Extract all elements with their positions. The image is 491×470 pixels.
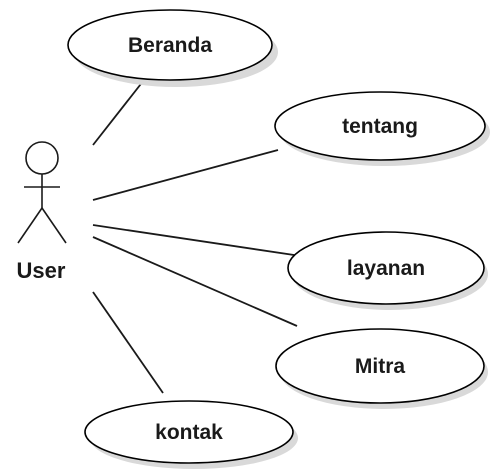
use-case-label: kontak — [155, 421, 223, 444]
use-case-ellipse — [287, 231, 485, 305]
association-mitra — [92, 236, 298, 327]
use-case-label: Mitra — [355, 355, 405, 378]
use-case-label: Beranda — [128, 34, 212, 57]
use-case-label: tentang — [342, 115, 418, 138]
use-case-beranda: Beranda — [67, 9, 278, 87]
actor-label: User — [17, 258, 66, 283]
actor-right-leg — [41, 207, 67, 244]
use-case-ellipse — [275, 328, 485, 404]
actor-left-leg — [17, 207, 43, 244]
actor-head — [25, 141, 59, 175]
use-case-tentang: tentang — [274, 91, 490, 166]
association-kontak — [92, 291, 164, 394]
use-case-ellipse — [274, 91, 486, 161]
use-case-ellipse — [67, 9, 273, 81]
association-beranda — [92, 79, 145, 146]
use-case-ellipse — [84, 400, 294, 464]
use-case-label: layanan — [347, 257, 425, 280]
actor-user: User — [17, 141, 67, 283]
use-case-kontak: kontak — [84, 400, 298, 469]
use-case-mitra: Mitra — [275, 328, 488, 409]
use-case-layanan: layanan — [287, 231, 488, 310]
association-layanan — [92, 224, 295, 256]
association-tentang — [92, 149, 279, 201]
